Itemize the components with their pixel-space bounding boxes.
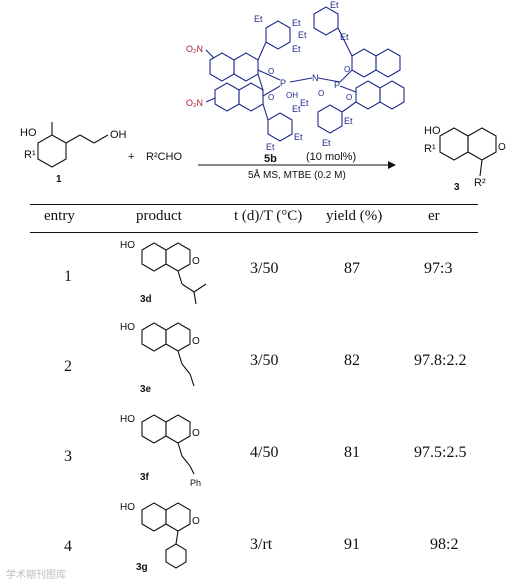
row3-time-temp: 4/50 [250, 444, 279, 461]
reactant-1-number: 1 [56, 174, 62, 185]
svg-text:O: O [268, 93, 274, 102]
svg-text:O: O [344, 65, 350, 74]
row1-time-temp: 3/50 [250, 260, 279, 277]
svg-text:O₂N: O₂N [186, 44, 203, 54]
svg-text:Et: Et [292, 18, 301, 28]
catalyst-5b-structure: Et Et Et Et Et Et Et Et Et Et Et Et P N … [186, 0, 405, 152]
catalyst-label: 5b [264, 153, 277, 165]
catalyst-loading: (10 mol%) [306, 151, 356, 163]
row4-time-temp: 3/rt [250, 536, 273, 553]
svg-text:HO: HO [120, 322, 135, 333]
reaction-scheme: Et Et Et Et Et Et Et Et Et Et Et Et P N … [20, 0, 506, 193]
row3-yield: 81 [344, 444, 360, 461]
row4-er: 98:2 [430, 536, 459, 553]
row3-er: 97.5:2.5 [414, 444, 467, 461]
row2-time-temp: 3/50 [250, 352, 279, 369]
row3-product-label: 3f [140, 472, 150, 483]
row4-yield: 91 [344, 536, 360, 553]
table-header-rule [30, 232, 478, 233]
aldehyde-reagent: R²CHO [146, 151, 182, 163]
svg-text:Et: Et [340, 32, 349, 42]
row2-product-structure: HO O 3e [120, 322, 200, 395]
product-3-structure [439, 127, 497, 177]
row1-product-label: 3d [140, 294, 152, 305]
row3-product-structure: HO O Ph 3f [120, 414, 201, 488]
product-3-number: 3 [454, 182, 460, 193]
svg-text:P: P [334, 80, 340, 90]
row1-er: 97:3 [424, 260, 453, 277]
svg-text:O: O [346, 93, 352, 102]
svg-text:Et: Et [292, 104, 301, 114]
svg-text:Et: Et [300, 98, 309, 108]
svg-text:Et: Et [298, 30, 307, 40]
svg-text:R¹: R¹ [424, 143, 436, 155]
row4-product-structure: HO O 3g [120, 502, 200, 573]
row1-yield: 87 [344, 260, 360, 277]
header-product: product [136, 208, 182, 224]
svg-text:Et: Et [292, 44, 301, 54]
svg-text:O₂N: O₂N [186, 98, 203, 108]
svg-text:Et: Et [266, 142, 275, 152]
row4-product-label: 3g [136, 562, 148, 573]
svg-text:R¹: R¹ [24, 149, 36, 161]
reactant-1-structure [37, 122, 109, 168]
svg-text:O: O [268, 67, 274, 76]
svg-text:HO: HO [424, 125, 441, 137]
header-er: er [428, 208, 440, 224]
row2-product-label: 3e [140, 384, 152, 395]
svg-text:HO: HO [120, 502, 135, 513]
svg-text:O: O [192, 516, 200, 527]
row4-entry: 4 [64, 538, 72, 555]
svg-text:O: O [498, 142, 506, 153]
row2-er: 97.8:2.2 [414, 352, 467, 369]
reaction-conditions: 5Å MS, MTBE (0.2 M) [248, 168, 346, 181]
svg-text:O: O [192, 256, 200, 267]
svg-text:O: O [318, 89, 324, 98]
svg-text:HO: HO [120, 414, 135, 425]
row2-entry: 2 [64, 358, 72, 375]
header-entry: entry [44, 208, 75, 224]
svg-text:R²: R² [474, 177, 486, 189]
svg-text:HO: HO [120, 240, 135, 251]
svg-text:Et: Et [344, 116, 353, 126]
svg-text:HO: HO [20, 127, 37, 139]
row3-entry: 3 [64, 448, 72, 465]
plus-sign: + [128, 151, 134, 163]
svg-text:O: O [192, 428, 200, 439]
svg-text:OH: OH [110, 129, 127, 141]
svg-text:N: N [312, 73, 319, 83]
header-yield: yield (%) [326, 208, 383, 224]
svg-text:O: O [192, 336, 200, 347]
row1-product-structure: HO O 3d [120, 240, 207, 305]
svg-text:Et: Et [254, 14, 263, 24]
row1-entry: 1 [64, 268, 72, 285]
svg-text:P: P [280, 78, 286, 88]
svg-text:Et: Et [330, 0, 339, 10]
svg-text:Et: Et [322, 138, 331, 148]
row2-yield: 82 [344, 352, 360, 369]
watermark: 学术期刊图库 [6, 570, 66, 581]
header-time-temperature: t (d)/T (°C) [234, 208, 303, 224]
svg-text:Et: Et [294, 132, 303, 142]
svg-text:OH: OH [286, 91, 298, 100]
row3-substituent-label: Ph [190, 478, 201, 488]
table-top-rule [30, 204, 478, 205]
